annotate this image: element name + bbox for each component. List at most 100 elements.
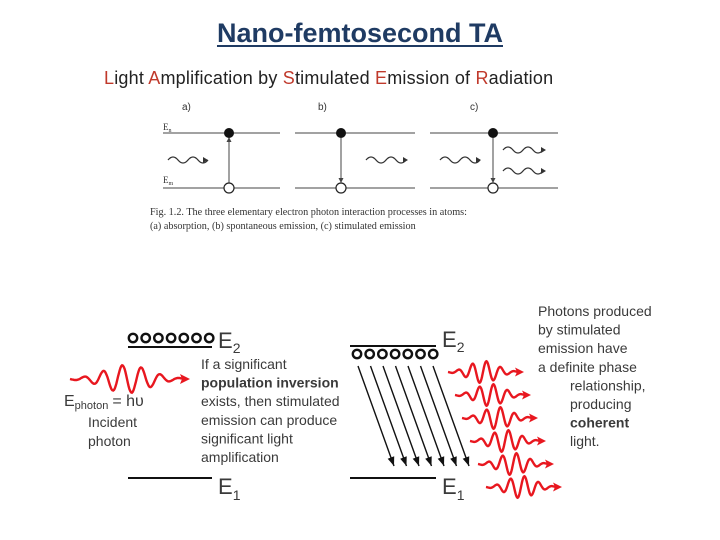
- panel-c-emitted-wave-2: [502, 167, 544, 175]
- elementary-processes-figure: a) b) c) En Em: [150, 102, 558, 232]
- panel-c-transition-arrowhead: [490, 178, 496, 183]
- acronym-letter: A: [148, 68, 161, 88]
- subtitle-text: ight: [114, 68, 149, 88]
- right-e2-label: E2: [442, 327, 465, 355]
- coherent-photon-wave: [454, 382, 526, 408]
- note-line: relationship,: [570, 377, 646, 393]
- panel-a-photon-arrowhead: [203, 157, 208, 163]
- transition-arrowhead: [412, 456, 420, 466]
- coherent-photon-wave: [477, 451, 549, 477]
- electron-dot: [427, 348, 439, 360]
- electron-dot: [415, 348, 426, 360]
- electron-dot: [127, 332, 139, 344]
- acronym-letter: R: [475, 68, 489, 88]
- left-e2-electrons: [127, 332, 215, 344]
- coherent-photon-arrowhead: [537, 436, 546, 446]
- panel-a-transition-arrowhead: [226, 137, 232, 142]
- coherent-photon-wave: [469, 428, 541, 454]
- transition-arrow: [369, 365, 408, 467]
- photon-energy-label: Ephoton= hυ: [64, 393, 144, 412]
- figure-caption-line1: Fig. 1.2. The three elementary electron …: [150, 207, 467, 218]
- stimulated-transition-arrows: [357, 365, 470, 467]
- panel-a-photon-wave: [167, 156, 209, 164]
- coherent-photon-arrowhead: [515, 367, 524, 377]
- coherent-photon-arrowhead: [553, 482, 562, 492]
- panel-b-photon-arrowhead: [403, 157, 408, 163]
- note-line: amplification: [201, 449, 279, 465]
- panel-b-hole: [335, 182, 347, 194]
- panel-c-hole: [487, 182, 499, 194]
- coherent-photon-arrowhead: [522, 390, 531, 400]
- incident-photon-arrowhead: [180, 374, 190, 384]
- panel-b-photon-wave: [365, 156, 407, 164]
- electron-dot: [389, 348, 401, 360]
- note-line: coherent: [570, 415, 629, 431]
- panel-c-emitted-arrowhead-2: [541, 168, 546, 174]
- right-e2-electrons: [351, 348, 439, 360]
- coherent-photon-arrowhead: [529, 413, 538, 423]
- level-label-lower: Em: [163, 175, 174, 187]
- note-line: If a significant: [201, 356, 287, 372]
- transition-arrow: [357, 365, 395, 467]
- note-line: producing: [570, 396, 632, 412]
- left-e1-label: E1: [218, 474, 241, 503]
- note-line: a definite phase: [538, 359, 637, 375]
- subtitle-text: adiation: [488, 68, 554, 88]
- note-line: emission can produce: [201, 412, 337, 428]
- transition-arrow: [419, 365, 458, 467]
- panel-c-emitted-wave-1: [502, 146, 544, 154]
- electron-dot: [140, 332, 152, 344]
- panel-a-electron: [224, 128, 234, 138]
- figure-caption-line2: (a) absorption, (b) spontaneous emission…: [150, 221, 416, 232]
- electron-dot: [191, 332, 202, 344]
- note-line: exists, then stimulated: [201, 393, 340, 409]
- coherent-photon-arrowhead: [545, 459, 554, 469]
- panel-c-electron: [488, 128, 498, 138]
- transition-arrowhead: [387, 456, 395, 466]
- slide-title-text: Nano-femtosecond TA: [216, 18, 503, 48]
- subtitle-text: mission of: [387, 68, 476, 88]
- acronym-letter: L: [104, 68, 115, 88]
- note-line: population inversion: [201, 375, 339, 391]
- transition-arrowhead: [437, 456, 445, 466]
- incident-label-line2: photon: [88, 433, 131, 449]
- coherent-photon-wave: [461, 405, 533, 431]
- subtitle-text: mplification by: [160, 68, 283, 88]
- transition-arrowhead: [425, 456, 432, 466]
- level-label-upper: En: [163, 122, 172, 134]
- population-inversion-figure: E2 E1 Ephoton= hυ Incident photon If a s…: [64, 303, 652, 503]
- panel-a-hole: [223, 182, 235, 194]
- electron-dot: [351, 348, 363, 360]
- coherent-photon-wave: [485, 474, 557, 500]
- panel-c-incident-arrowhead: [476, 157, 481, 163]
- panel-label-c: c): [470, 102, 478, 113]
- panel-c-emitted-arrowhead-1: [541, 147, 546, 153]
- panel-b-transition-arrowhead: [338, 178, 344, 183]
- coherent-photon-waves: [447, 359, 562, 500]
- transition-arrowhead: [450, 456, 457, 466]
- electron-dot: [376, 348, 388, 360]
- incident-label-line1: Incident: [88, 414, 137, 430]
- panel-label-a: a): [182, 102, 191, 113]
- acronym-letter: S: [282, 68, 295, 88]
- transition-arrowhead: [462, 456, 470, 466]
- slide-title: Nano-femtosecond TA: [0, 18, 720, 49]
- transition-arrow: [407, 365, 445, 467]
- population-inversion-note: If a significant population inversion exis…: [201, 356, 340, 465]
- acronym-letter: E: [374, 68, 388, 88]
- left-e2-label: E2: [218, 328, 241, 356]
- electron-dot: [165, 332, 177, 344]
- laser-acronym-subtitle: Light Amplification by Stimulated Emissi…: [104, 68, 553, 89]
- subtitle-text: timulated: [294, 68, 375, 88]
- panel-c-incident-wave: [439, 156, 481, 164]
- note-line: Photons produced: [538, 303, 652, 319]
- electron-dot: [152, 332, 164, 344]
- electron-dot: [402, 348, 414, 360]
- incident-photon-wave: [69, 363, 185, 395]
- electron-dot: [203, 332, 215, 344]
- electron-dot: [364, 348, 376, 360]
- panel-b-electron: [336, 128, 346, 138]
- transition-arrowhead: [400, 456, 407, 466]
